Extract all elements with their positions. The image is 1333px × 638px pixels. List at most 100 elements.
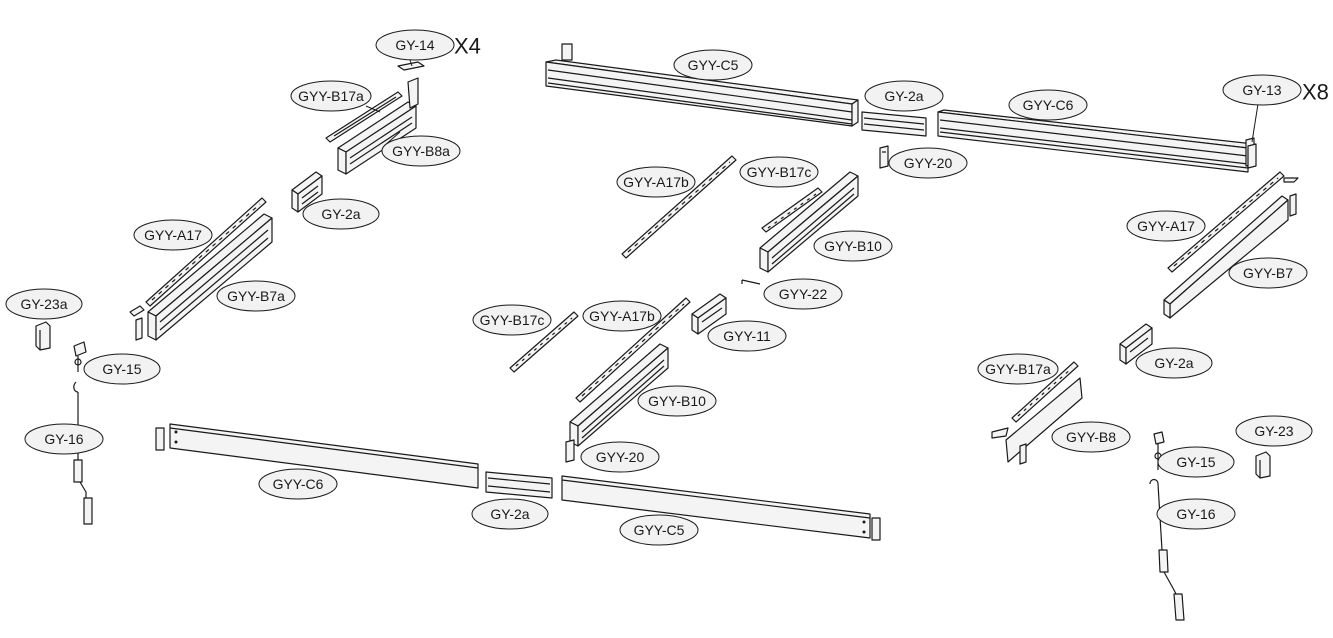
part-gy2a-topmid	[861, 111, 927, 137]
label-gyyc6-bot: GYY-C6	[258, 468, 338, 500]
label-gyyb8a-text: GYY-B8a	[392, 143, 450, 159]
label-gy2a-bot: GY-2a	[471, 498, 549, 530]
label-gyya17b-top-text: GYY-A17b	[623, 174, 689, 190]
part-gy16-right	[1149, 478, 1185, 621]
part-gyy11	[691, 293, 727, 335]
part-gyyb8a	[337, 77, 419, 175]
part-gy2a-bot	[485, 471, 553, 499]
label-gy2a-left: GY-2a	[302, 198, 380, 230]
part-gyy20-bot	[565, 439, 575, 463]
label-gy15-left: GY-15	[83, 353, 161, 385]
part-gy13	[1247, 143, 1257, 169]
label-gy16-right-text: GY-16	[1176, 506, 1215, 522]
part-gyya17-left	[145, 197, 267, 307]
label-gyyb10-top-text: GYY-B10	[824, 238, 882, 254]
label-gyyc5-bot: GYY-C5	[619, 514, 699, 546]
label-gyyb7a: GYY-B7a	[216, 280, 296, 312]
label-gyyb17a-right-text: GYY-B17a	[985, 361, 1051, 377]
label-gyyb7-text: GYY-B7	[1243, 265, 1293, 281]
label-gy2a-topmid: GY-2a	[864, 80, 944, 112]
label-gy23a: GY-23a	[5, 288, 83, 320]
part-gyyb17a-top	[325, 91, 403, 143]
label-gyyb17c-top-text: GYY-B17c	[747, 164, 812, 180]
part-gy15-right	[1153, 431, 1165, 470]
label-gyya17-left-text: GYY-A17	[144, 227, 202, 243]
label-gy2a-bot-text: GY-2a	[490, 506, 529, 522]
part-gy2a-right	[1119, 323, 1153, 365]
label-gyyc6-top-text: GYY-C6	[1023, 97, 1074, 113]
label-gyyb8a: GYY-B8a	[381, 135, 461, 167]
leader-lines	[365, 59, 1259, 147]
part-gy15-left	[73, 341, 87, 372]
label-gy14-qty: X4	[454, 34, 481, 59]
label-gy2a-right: GY-2a	[1135, 347, 1213, 379]
label-gyya17b-top: GYY-A17b	[616, 166, 696, 198]
label-gyya17-right-text: GYY-A17	[1137, 218, 1195, 234]
label-gy16-right: GY-16	[1156, 498, 1236, 530]
label-gyyc5-top: GYY-C5	[673, 49, 753, 81]
label-gy15-right: GY-15	[1157, 446, 1235, 478]
part-gyya17b-top	[621, 155, 737, 259]
label-gy13: GY-13	[1222, 74, 1302, 106]
label-gyyb17c-mid: GYY-B17c	[472, 304, 552, 336]
part-gyyb17a-right	[991, 361, 1079, 439]
label-gyyb8-text: GYY-B8	[1066, 429, 1116, 445]
label-gyyb17a-top-text: GYY-B17a	[298, 88, 364, 104]
label-gyyb10-mid-text: GYY-B10	[648, 393, 706, 409]
part-gyya17b-mid	[575, 297, 691, 403]
part-gyyb17c-mid	[509, 311, 579, 373]
label-gyyb17a-right: GYY-B17a	[977, 353, 1059, 385]
part-gyyc6-top	[937, 109, 1255, 173]
label-gyyb10-top: GYY-B10	[813, 230, 893, 262]
label-gyyb17c-top: GYY-B17c	[739, 156, 819, 188]
label-gy23-text: GY-23	[1254, 423, 1293, 439]
label-gyy22-text: GYY-22	[779, 286, 828, 302]
label-gyy20-top-text: GYY-20	[904, 155, 953, 171]
part-gy23a	[35, 321, 51, 351]
part-gyyb8	[1005, 377, 1083, 465]
part-gyyb7a	[129, 213, 273, 341]
label-gyy20-bot-text: GYY-20	[596, 449, 645, 465]
label-gyy11: GYY-11	[707, 320, 787, 352]
part-gyyc5-bot	[561, 475, 881, 541]
label-gy2a-topmid-text: GY-2a	[884, 88, 923, 104]
label-gyyb17c-mid-text: GYY-B17c	[480, 312, 545, 328]
label-gyy11-text: GYY-11	[723, 328, 771, 344]
label-gyyb7a-text: GYY-B7a	[227, 288, 285, 304]
part-gyyb17c-top	[761, 187, 823, 233]
part-gy2a-left	[291, 171, 323, 213]
label-gyyb17a-top: GYY-B17a	[290, 80, 372, 112]
label-gy16-left: GY-16	[24, 423, 104, 455]
part-gyyc5-top	[545, 43, 859, 127]
part-gyy20-top	[879, 145, 889, 169]
label-gy23: GY-23	[1235, 415, 1313, 447]
label-gy13-text: GY-13	[1242, 82, 1281, 98]
label-gy23a-text: GY-23a	[21, 296, 68, 312]
label-gy14: GY-14	[375, 29, 455, 61]
label-gyyc5-top-text: GYY-C5	[688, 57, 739, 73]
part-gyyb10-top	[759, 171, 859, 273]
label-gyy20-top: GYY-20	[888, 147, 968, 179]
label-gy2a-left-text: GY-2a	[321, 206, 360, 222]
part-gyy22	[741, 279, 761, 285]
label-gyya17b-mid-text: GYY-A17b	[589, 308, 655, 324]
label-gyyc5-bot-text: GYY-C5	[634, 522, 685, 538]
label-gyy22: GYY-22	[763, 278, 843, 310]
label-gy13-qty: X8	[1302, 80, 1329, 105]
label-gyya17b-mid: GYY-A17b	[582, 300, 662, 332]
part-gyya17-right	[1167, 171, 1299, 273]
part-gyyb7	[1163, 193, 1297, 319]
label-gyyc6-bot-text: GYY-C6	[273, 476, 324, 492]
label-gy15-left-text: GY-15	[102, 361, 141, 377]
label-gyyb8: GYY-B8	[1051, 421, 1131, 453]
label-gyy20-bot: GYY-20	[580, 441, 660, 473]
label-gy14-text: GY-14	[395, 37, 434, 53]
label-gyyb10-mid: GYY-B10	[637, 385, 717, 417]
label-gyya17-left: GYY-A17	[133, 219, 213, 251]
part-gyyc6-bot	[155, 423, 479, 489]
part-gy23	[1255, 451, 1271, 479]
label-gyya17-right: GYY-A17	[1126, 210, 1206, 242]
label-gy15-right-text: GY-15	[1176, 454, 1215, 470]
label-gy2a-right-text: GY-2a	[1154, 355, 1193, 371]
